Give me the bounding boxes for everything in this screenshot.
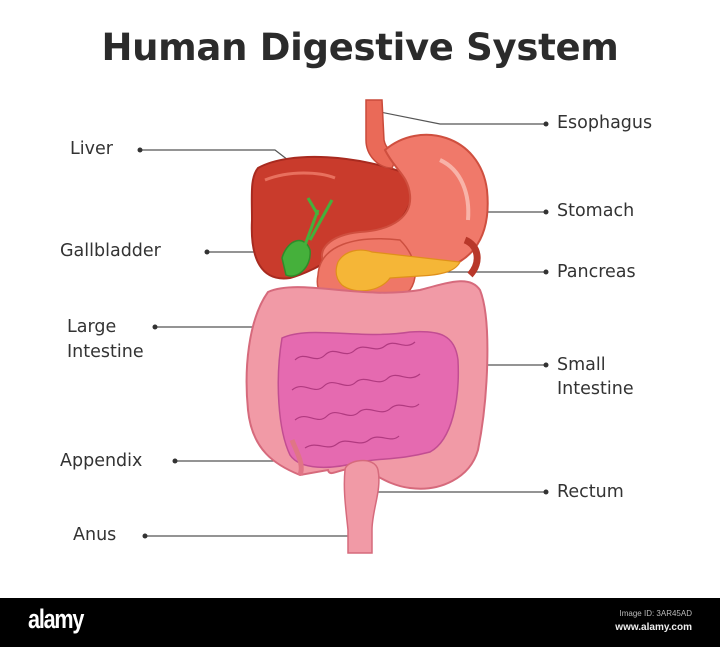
watermark-footer: alamy Image ID: 3AR45AD www.alamy.com — [0, 598, 720, 647]
brand-logo: alamy — [28, 604, 84, 634]
label-gallbladder: Gallbladder — [60, 241, 161, 261]
label-esophagus: Esophagus — [557, 113, 653, 133]
leader-dots — [137, 121, 549, 539]
rectum-shape — [343, 459, 380, 554]
pancreas-shape — [335, 249, 461, 292]
label-pancreas: Pancreas — [557, 262, 636, 282]
label-small-intestine-line2: Intestine — [557, 379, 634, 399]
label-liver: Liver — [70, 139, 113, 159]
site-url: www.alamy.com — [615, 622, 692, 633]
label-small-intestine-line1: Small — [557, 355, 606, 375]
label-anus: Anus — [73, 525, 117, 545]
label-stomach: Stomach — [557, 201, 635, 221]
gallbladder-shape — [281, 239, 311, 277]
digestive-system-illustration — [137, 99, 549, 554]
appendix-shape — [289, 439, 304, 476]
label-large-intestine-line1: Large — [67, 317, 117, 337]
small-intestine-shape — [277, 330, 460, 469]
label-rectum: Rectum — [557, 482, 624, 502]
label-appendix: Appendix — [60, 451, 143, 471]
label-large-intestine-line2: Intestine — [67, 342, 144, 362]
image-id-text: Image ID: 3AR45AD — [619, 609, 692, 618]
page-title: Human Digestive System — [101, 26, 619, 69]
